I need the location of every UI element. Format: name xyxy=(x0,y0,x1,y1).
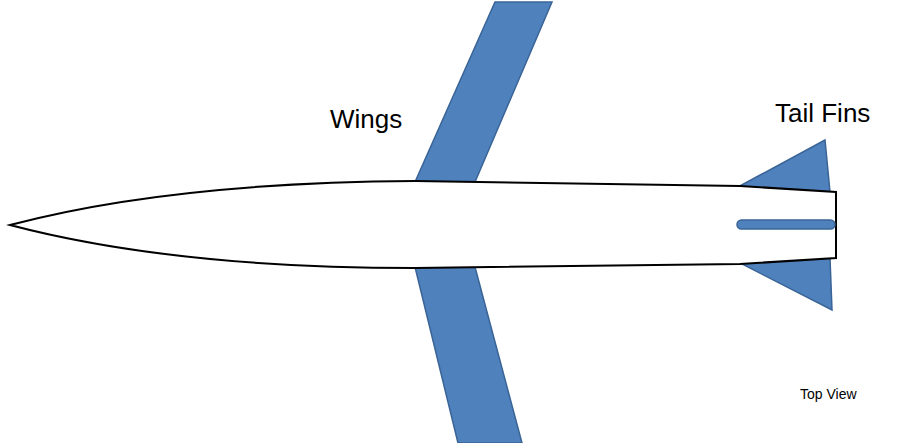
lower-tail-fin xyxy=(738,258,832,310)
upper-tail-fin xyxy=(738,140,830,192)
lower-wing xyxy=(415,267,522,443)
missile-body xyxy=(10,181,836,268)
upper-wing xyxy=(415,2,552,182)
part-label: Tail Fins xyxy=(775,98,870,129)
body-slot xyxy=(737,220,835,229)
part-label: Wings xyxy=(330,104,402,135)
view-label: Top View xyxy=(800,386,857,403)
